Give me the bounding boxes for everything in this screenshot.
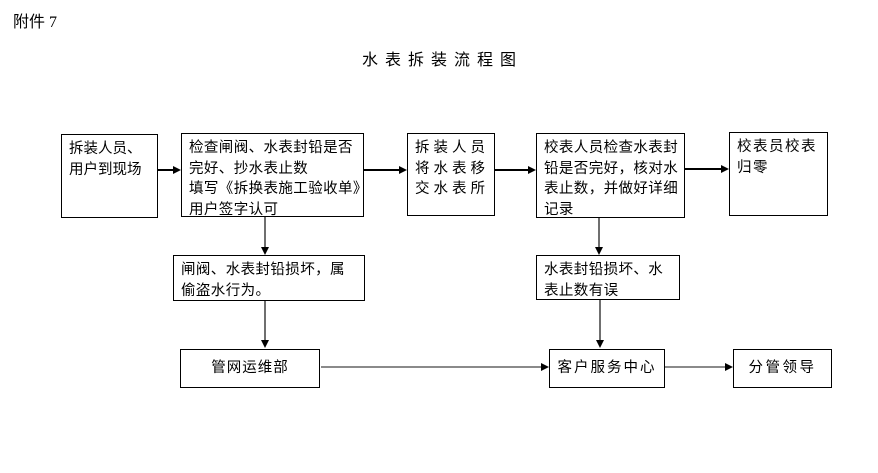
box-line: 管网运维部 bbox=[211, 360, 289, 377]
flow-box-damage-error: 水表封铅损坏、水 表止数有误 bbox=[536, 255, 680, 300]
flow-box-check-seal: 检查闸阀、水表封铅是否 完好、抄水表止数 填写《拆换表施工验收单》 用户签字认可 bbox=[181, 133, 368, 218]
box-line: 校表员校表 bbox=[737, 139, 817, 155]
flow-box-meter-reset: 校表员校表 归零 bbox=[729, 132, 828, 216]
box-line: 用户签字认可 bbox=[189, 201, 279, 218]
attachment-label: 附件 7 bbox=[13, 14, 58, 31]
box-line: 拆装人员 bbox=[415, 140, 489, 156]
box-line: 偷盗水行为。 bbox=[181, 282, 271, 299]
page-title: 水表拆装流程图 bbox=[361, 52, 523, 69]
box-line: 表止数，并做好详细 bbox=[544, 181, 679, 197]
flow-box-service-center: 客户服务中心 bbox=[549, 349, 665, 388]
box-line: 填写《拆换表施工验收单》 bbox=[189, 181, 368, 197]
flow-box-leader: 分管领导 bbox=[733, 349, 832, 388]
box-line: 校表人员检查水表封 bbox=[544, 140, 679, 156]
box-line: 水表封铅损坏、水 bbox=[544, 262, 664, 278]
flow-box-verify-record: 校表人员检查水表封 铅是否完好，核对水 表止数，并做好详细 记录 bbox=[536, 133, 685, 218]
box-line: 记录 bbox=[544, 201, 574, 218]
box-line: 客户服务中心 bbox=[557, 360, 657, 377]
flow-box-transfer-meter: 拆装人员 将水表移 交水表所 bbox=[407, 133, 495, 216]
flow-box-damage-theft: 闸阀、水表封铅损坏，属 偷盗水行为。 bbox=[173, 255, 365, 301]
box-line: 拆装人员、 bbox=[69, 141, 142, 157]
box-line: 铅是否完好，核对水 bbox=[544, 160, 679, 177]
box-line: 归零 bbox=[737, 159, 769, 176]
box-line: 分管领导 bbox=[748, 360, 817, 377]
box-line: 表止数有误 bbox=[544, 282, 619, 299]
box-line: 完好、抄水表止数 bbox=[189, 160, 309, 177]
flow-box-personnel-arrive: 拆装人员、 用户到现场 bbox=[61, 134, 158, 218]
box-line: 闸阀、水表封铅损坏，属 bbox=[181, 262, 345, 278]
box-line: 将水表移 bbox=[415, 160, 489, 177]
flow-box-pipe-dept: 管网运维部 bbox=[180, 349, 320, 388]
box-line: 检查闸阀、水表封铅是否 bbox=[189, 140, 353, 156]
box-line: 用户到现场 bbox=[69, 161, 142, 178]
box-line: 交水表所 bbox=[415, 181, 489, 197]
